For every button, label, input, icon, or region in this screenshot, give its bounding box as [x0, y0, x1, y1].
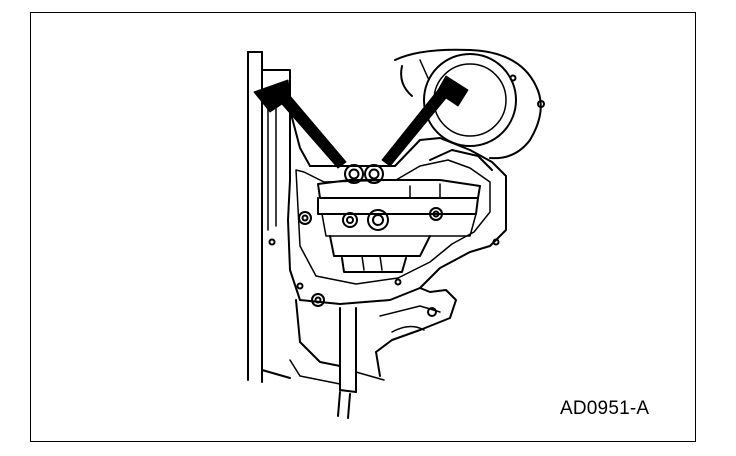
figure-frame	[30, 12, 696, 442]
valve-body-internals	[317, 149, 493, 273]
target-bolts	[344, 164, 384, 184]
arrow-icon	[253, 79, 347, 169]
callout-arrows	[253, 75, 469, 169]
output-shaft	[289, 299, 385, 419]
valve-body-bolts	[268, 207, 500, 307]
arrow-icon	[381, 75, 469, 167]
figure-id-label: AD0951-A	[560, 398, 650, 419]
transmission-case-outline	[247, 51, 291, 383]
lower-bracket	[375, 287, 457, 377]
